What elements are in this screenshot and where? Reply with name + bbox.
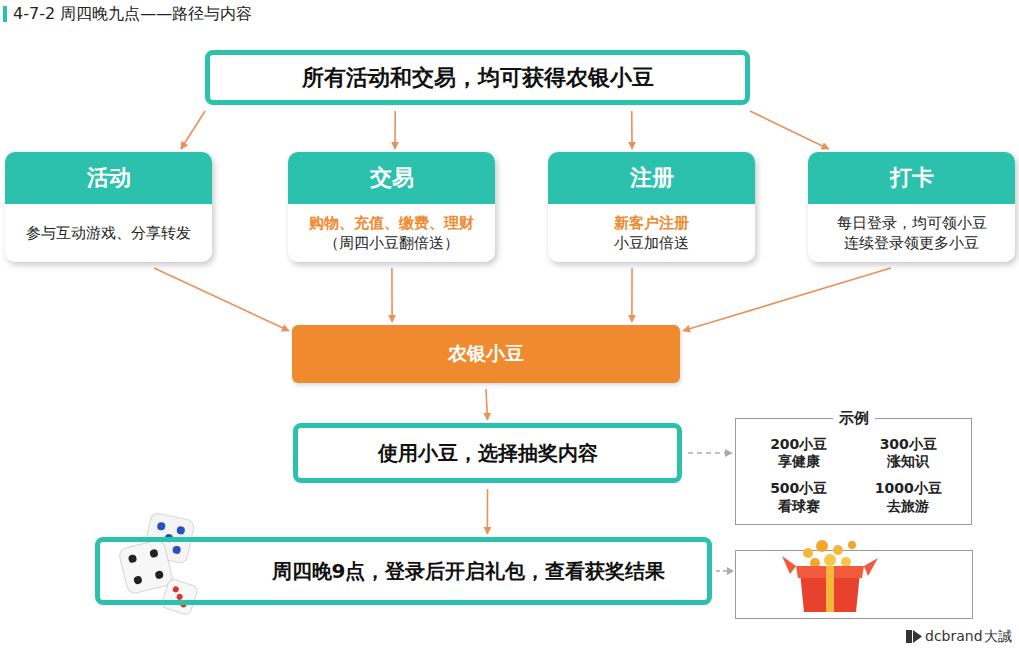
card-text: （周四小豆翻倍送） [324,233,459,253]
category-card: 注册新客户注册小豆加倍送 [548,152,755,262]
card-body: 每日登录，均可领小豆 连续登录领更多小豆 [808,204,1015,262]
gift-box [782,540,878,612]
example-item: 300小豆 涨知识 [863,436,953,471]
example-item: 200小豆 享健康 [754,436,844,471]
logo-text: 大誠 [984,628,1012,646]
card-heading: 交易 [288,152,495,204]
category-card: 打卡每日登录，均可领小豆 连续登录领更多小豆 [808,152,1015,262]
process-box: 周四晚9点，登录后开启礼包，查看获奖结果 [95,537,712,605]
card-text: 购物、充值、缴费、理财 [309,213,474,233]
box-text: 农银小豆 [448,341,524,367]
category-card: 活动参与互动游戏、分享转发 [5,152,212,262]
hub-box: 农银小豆 [292,325,680,383]
example-grid: 200小豆 享健康 300小豆 涨知识 500小豆 看球赛 1000小豆 去旅游 [744,431,963,520]
flow-arrow [486,389,488,420]
card-heading: 注册 [548,152,755,204]
logo-mark [906,630,922,643]
flow-arrow [631,111,633,149]
card-heading: 活动 [5,152,212,204]
gift-frame [736,551,973,619]
flow-arrow [688,452,732,454]
flow-arrow [750,111,829,149]
box-text: 所有活动和交易，均可获得农银小豆 [302,63,654,93]
logo-text: dcbrand [925,628,983,644]
card-body: 新客户注册小豆加倍送 [548,204,755,262]
category-card: 交易购物、充值、缴费、理财（周四小豆翻倍送） [288,152,495,262]
card-heading: 打卡 [808,152,1015,204]
box-text: 周四晚9点，登录后开启礼包，查看获奖结果 [272,558,666,585]
card-body: 参与互动游戏、分享转发 [5,204,212,262]
flow-arrow [181,111,205,149]
example-box: 示例200小豆 享健康300小豆 涨知识500小豆 看球赛1000小豆 去旅游 [735,418,972,525]
card-text: 参与互动游戏、分享转发 [26,223,191,243]
flow-arrow [487,489,489,534]
process-box: 所有活动和交易，均可获得农银小豆 [205,50,750,105]
flow-arrow [394,111,396,149]
example-item: 1000小豆 去旅游 [863,480,953,515]
card-text: 新客户注册 [614,213,689,233]
process-box: 使用小豆，选择抽奖内容 [293,423,682,483]
title-bar [3,6,7,22]
flow-arrow [391,268,393,322]
card-body: 购物、充值、缴费、理财（周四小豆翻倍送） [288,204,495,262]
page-title: 4-7-2 周四晚九点——路径与内容 [13,4,252,25]
card-text: 小豆加倍送 [614,233,689,253]
box-heading: 示例 [833,409,875,428]
example-item: 500小豆 看球赛 [754,480,844,515]
dashed-pointer [716,570,728,572]
flow-arrow [631,268,633,322]
flow-arrow [154,268,289,331]
box-text: 使用小豆，选择抽奖内容 [378,440,598,467]
pointer-head [727,567,734,575]
card-text: 每日登录，均可领小豆 连续登录领更多小豆 [816,213,1007,254]
flow-arrow [683,268,891,331]
